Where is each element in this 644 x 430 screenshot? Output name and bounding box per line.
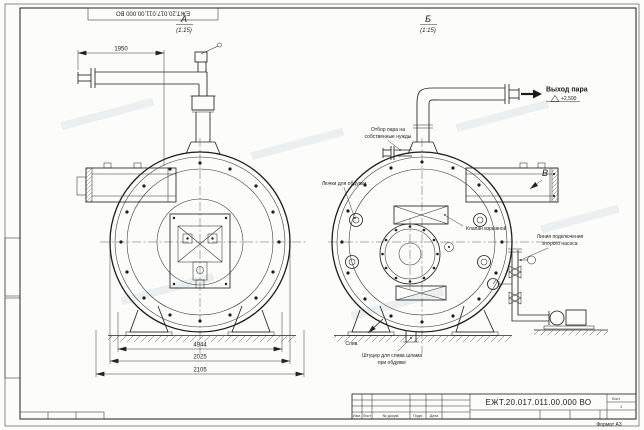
- view-v-label: В: [542, 168, 548, 178]
- valve-icon: [508, 265, 522, 305]
- pressure-gauge-icon: [487, 255, 536, 290]
- drain-pipe: [367, 318, 384, 334]
- pump-assembly: [487, 248, 608, 336]
- annotation-sludge-1: Штуцер для слива шлама: [362, 353, 422, 359]
- view-b-label: Б: [425, 14, 431, 24]
- annotations: Отбор пара на собственные нужды Лючки дл…: [322, 127, 584, 366]
- own-needs-branch: [382, 146, 412, 160]
- supports-a: [108, 305, 296, 342]
- margin-stamp-box: [4, 297, 21, 379]
- dimensions-a: 1950 4944 2025 2105: [77, 47, 305, 377]
- annotation-second-pump-2: второго насоса: [542, 241, 577, 247]
- flange-bolts-b: [340, 160, 504, 324]
- margin-stamp-box: [4, 237, 21, 297]
- side-header-a: [76, 162, 177, 203]
- tb-col-podp: Подп.: [413, 414, 423, 418]
- annotation-sludge-2: при обдувке: [378, 360, 406, 366]
- annotation-own-needs-1: Отбор пара на: [371, 127, 405, 133]
- tb-col-izm: Изм.: [353, 414, 361, 418]
- tb-col-data: Дата: [430, 414, 439, 418]
- annotation-blow-hatches: Лючки для обдувки: [322, 181, 367, 187]
- title-block: Изм. Лист № докум. Подп. Дата ЕЖТ.20.017…: [351, 393, 637, 420]
- annotation-own-needs-2: собственные нужды: [365, 134, 412, 140]
- view-v-marker: В: [529, 168, 548, 190]
- annotation-steam-outlet: Выход пара: [546, 87, 588, 94]
- format-label: Формат А3: [596, 422, 621, 428]
- view-b: Б (1:15): [328, 14, 588, 354]
- view-a-label: А: [180, 14, 187, 24]
- dim-2025: 2025: [193, 355, 207, 361]
- blow-hatches: [345, 213, 491, 269]
- elevation-mark: +2,500: [546, 95, 580, 102]
- pump-icon: [543, 309, 595, 330]
- annotation-second-pump-1: Линия подключения: [537, 234, 584, 240]
- dim-1950: 1950: [114, 47, 128, 53]
- tb-doc-number: ЕЖТ.20.017.011.00.000 ВО: [486, 398, 592, 407]
- boiler-shell-b: [331, 151, 513, 333]
- burner-panel: [169, 213, 231, 289]
- side-header-b: [465, 162, 559, 203]
- steam-valve-a: [191, 95, 215, 111]
- doc-number-top: ЕЖТ.20.017.011.00.000 ВО: [116, 10, 190, 16]
- bottom-hatch: [395, 285, 447, 301]
- annotation-drain: Слив.: [345, 341, 358, 347]
- supports-b: [334, 305, 512, 342]
- view-a: А (1:15): [76, 14, 306, 354]
- tb-col-list: Лист: [363, 414, 372, 418]
- manhole-door: [379, 218, 441, 290]
- tb-sheet-label: Лист: [612, 397, 621, 401]
- steam-piping-a: [77, 42, 222, 155]
- boiler-shell-a: [109, 151, 291, 333]
- annotation-explosion-valve: Клапан взрывной: [466, 225, 507, 232]
- explosion-valve-hatch: [393, 205, 449, 225]
- dim-2105: 2105: [193, 368, 207, 374]
- dim-4944: 4944: [193, 343, 207, 349]
- watermark: [60, 97, 620, 321]
- drawing-frame: ЕЖТ.20.017.011.00.000 ВО Формат А3: [4, 3, 640, 428]
- tb-col-doc: № докум.: [383, 414, 400, 418]
- steam-piping-b: [382, 84, 520, 160]
- safety-valve-a: [194, 42, 222, 72]
- steam-outlet-arrow: [521, 89, 542, 99]
- annotation-elevation: +2,500: [561, 96, 577, 102]
- view-a-scale: (1:15): [176, 28, 192, 34]
- view-b-scale: (1:15): [420, 28, 436, 34]
- tb-sheet-value: 1: [620, 405, 622, 409]
